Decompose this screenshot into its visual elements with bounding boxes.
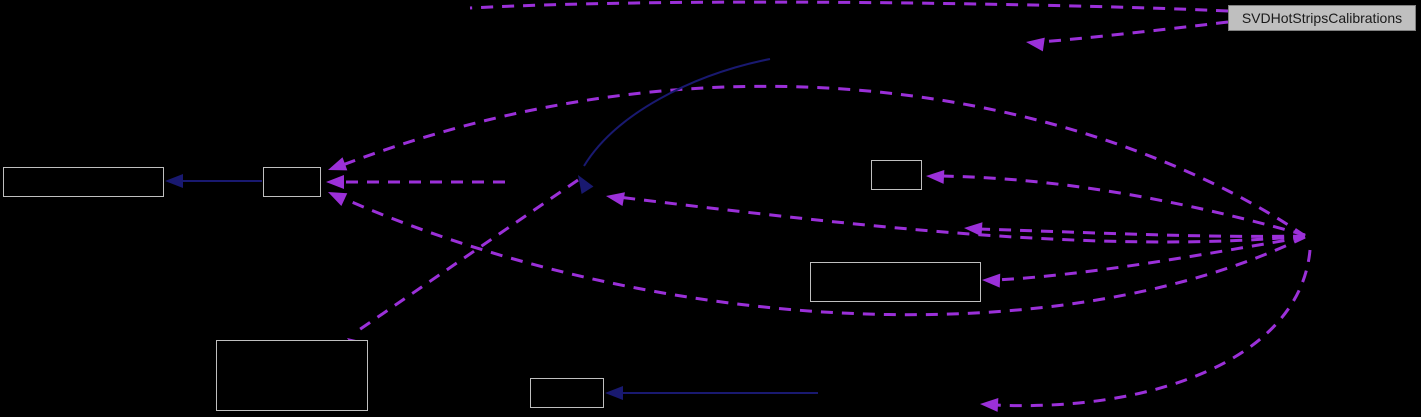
arrowhead-icon xyxy=(964,222,983,237)
graph-edge xyxy=(995,249,1312,408)
graph-node-node-left-2[interactable] xyxy=(263,167,321,197)
arrowhead-icon xyxy=(578,175,594,194)
graph-edge xyxy=(339,84,1306,238)
graph-edge xyxy=(1039,20,1229,44)
graph-edge xyxy=(469,0,1229,13)
arrowhead-icon xyxy=(980,397,999,412)
graph-node-node-low-2[interactable] xyxy=(530,378,604,408)
arrowhead-icon xyxy=(1026,37,1045,52)
graph-edge xyxy=(617,195,1306,244)
graph-edge xyxy=(977,227,1306,238)
graph-edge xyxy=(583,58,771,167)
graph-node-node-mid-2[interactable] xyxy=(810,262,981,302)
arrowhead-icon xyxy=(328,157,348,171)
edges-group xyxy=(175,0,1312,408)
graph-edge xyxy=(939,174,1306,237)
graph-node-label: SVDHotStripsCalibrations xyxy=(1241,10,1403,26)
arrowhead-icon xyxy=(605,386,623,400)
graph-node-node-mid-1[interactable] xyxy=(871,160,922,190)
arrowhead-icon xyxy=(606,192,625,207)
graph-node-node-left-1[interactable] xyxy=(3,167,164,197)
arrowhead-icon xyxy=(982,273,1001,288)
arrowhead-icon xyxy=(926,169,945,184)
graph-edge xyxy=(995,235,1306,282)
arrowhead-icon xyxy=(165,174,183,188)
arrowhead-icon xyxy=(328,192,348,206)
graph-edge xyxy=(337,194,1306,317)
graph-edge xyxy=(355,178,579,334)
graph-node-root[interactable]: SVDHotStripsCalibrations xyxy=(1228,5,1416,31)
graph-node-node-low-1[interactable] xyxy=(216,340,368,411)
arrowhead-icon xyxy=(326,175,344,189)
arrowheads-group xyxy=(165,37,1045,412)
